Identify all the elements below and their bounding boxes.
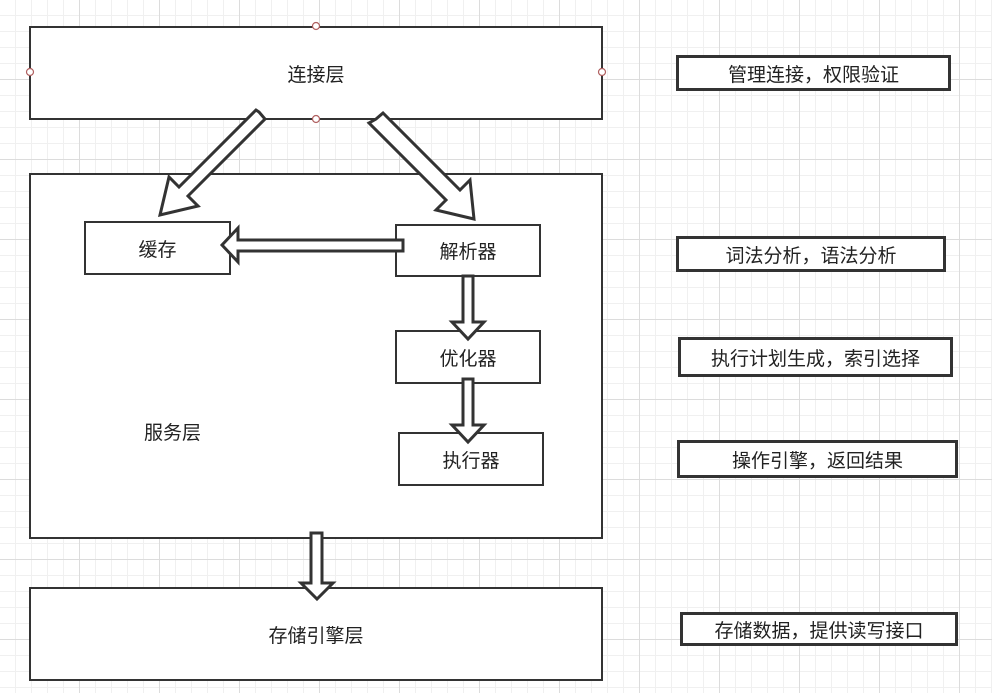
parser-box: 解析器 [395, 224, 541, 277]
storage-layer-box: 存储引擎层 [29, 587, 603, 681]
connection-note-text: 管理连接，权限验证 [727, 63, 899, 86]
storage-note-text: 存储数据，提供读写接口 [714, 619, 924, 642]
connection-note: 管理连接，权限验证 [676, 55, 951, 91]
cache-label: 缓存 [138, 238, 177, 261]
connection-layer-box: 连接层 [29, 26, 603, 120]
storage-note: 存储数据，提供读写接口 [680, 612, 958, 646]
storage-layer-label: 存储引擎层 [268, 624, 364, 647]
executor-box: 执行器 [398, 432, 544, 486]
cache-box: 缓存 [84, 221, 231, 275]
optimizer-note: 执行计划生成，索引选择 [678, 337, 953, 377]
optimizer-box: 优化器 [395, 330, 541, 384]
executor-label: 执行器 [442, 449, 500, 472]
service-layer-label: 服务层 [144, 422, 202, 444]
optimizer-note-text: 执行计划生成，索引选择 [710, 347, 920, 370]
connection-layer-label: 连接层 [287, 63, 345, 86]
optimizer-label: 优化器 [439, 347, 497, 370]
parser-note-text: 词法分析，语法分析 [725, 244, 897, 267]
parser-note: 词法分析，语法分析 [676, 236, 946, 272]
executor-note-text: 操作引擎，返回结果 [731, 449, 903, 472]
parser-label: 解析器 [439, 241, 497, 263]
executor-note: 操作引擎，返回结果 [677, 440, 958, 478]
